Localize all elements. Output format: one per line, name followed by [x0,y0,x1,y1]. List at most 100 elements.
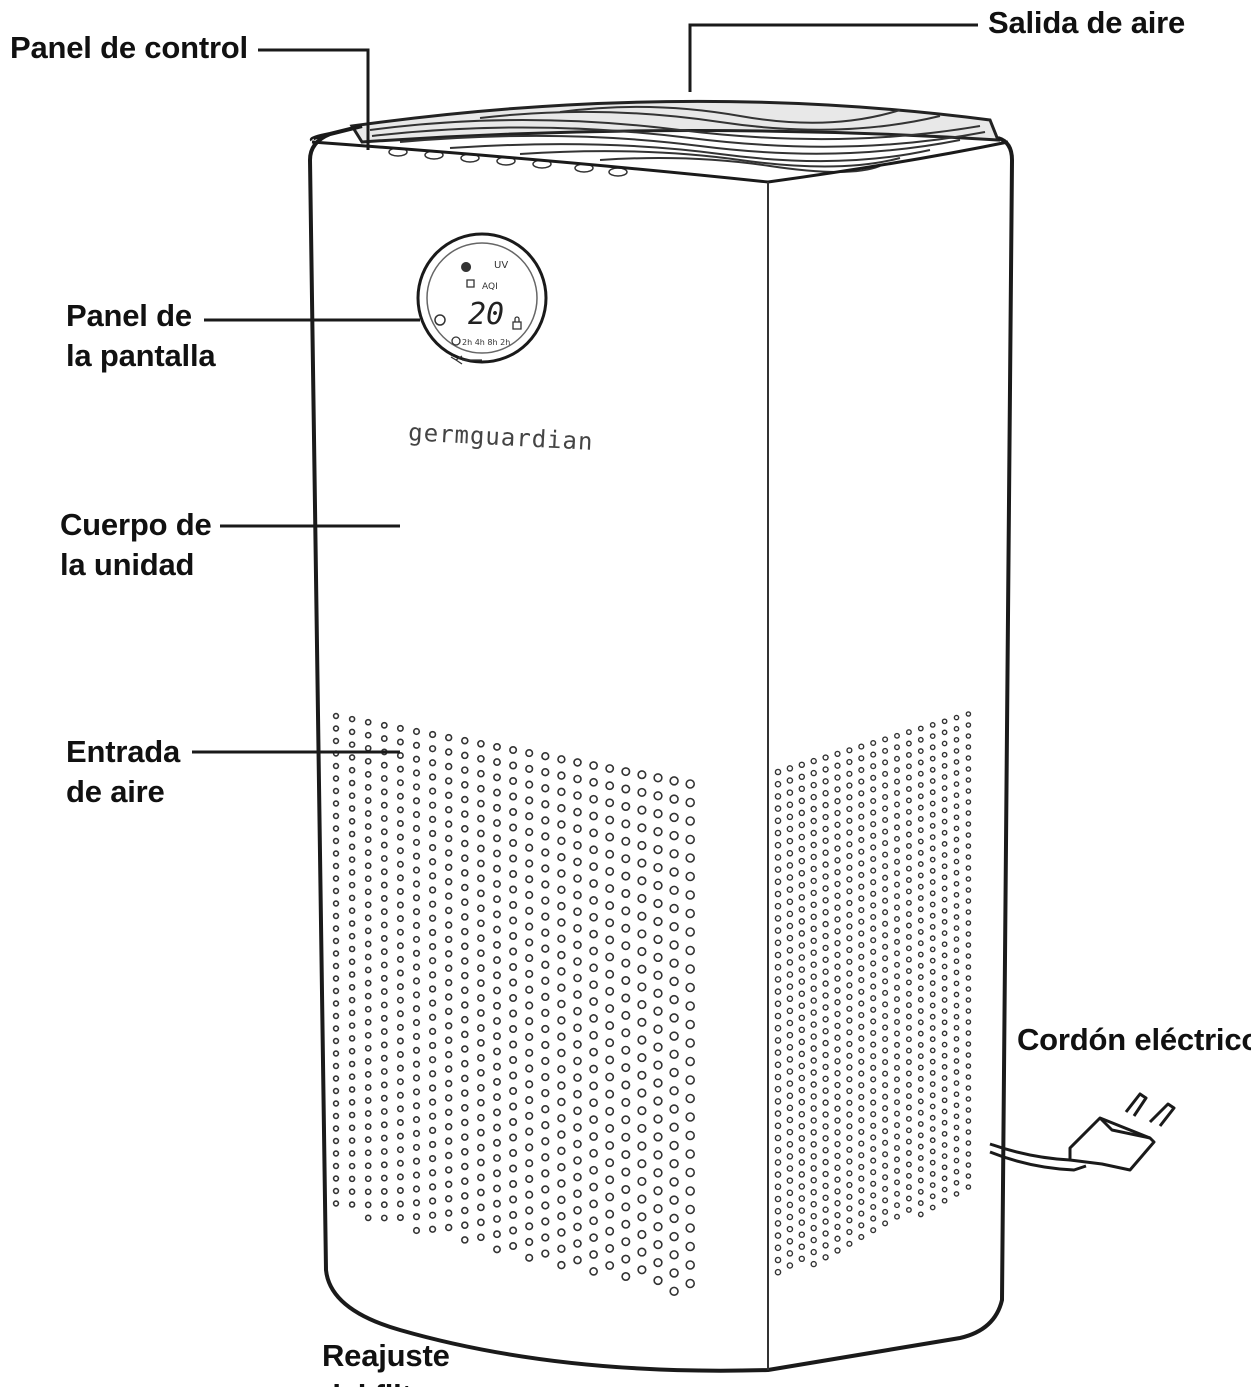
grille-hole [965,1140,972,1146]
grille-hole [858,1152,865,1159]
grille-hole [894,893,900,900]
grille-hole [477,859,485,868]
grille-hole [477,904,485,913]
grille-hole [412,797,421,805]
grille-hole [493,986,501,995]
grille-hole [774,1049,782,1056]
grille-hole [541,1008,550,1018]
grille-hole [929,722,936,728]
grille-hole [444,791,453,800]
grille-hole [774,878,782,886]
grille-hole [477,1009,485,1017]
grille-hole [786,1250,794,1257]
grille-hole [774,1012,782,1020]
grille-hole [412,977,421,985]
grille-hole [882,886,889,893]
grille-hole [774,939,782,947]
grille-hole [364,862,372,870]
grille-hole [917,1019,924,1026]
grille-hole [477,1128,485,1137]
grille-hole [541,784,550,793]
grille-hole [653,862,663,873]
grille-hole [428,1183,437,1191]
grille-hole [557,787,566,797]
grille-hole [477,1173,485,1182]
grille-hole [525,749,534,758]
grille-hole [905,1093,912,1100]
grille-hole [905,1127,912,1134]
grille-hole [786,1092,794,1100]
grille-hole [364,914,372,922]
grille-hole [653,773,663,783]
grille-hole [810,793,817,801]
grille-hole [493,1077,501,1086]
grille-hole [965,953,972,959]
grille-hole [525,1064,534,1073]
grille-hole [637,1212,647,1222]
grille-hole [444,1194,453,1203]
grille-hole [822,1158,829,1166]
grille-hole [412,852,421,860]
grille-hole [621,975,631,986]
grille-hole [493,849,501,858]
grille-hole [428,1098,437,1106]
grille-hole [774,1256,782,1264]
grille-hole [412,1129,421,1138]
grille-hole [810,853,817,861]
grille-hole [917,1211,924,1218]
grille-hole [953,714,960,721]
grille-hole [685,1149,696,1159]
grille-hole [412,1116,421,1124]
grille-hole [810,829,817,837]
grille-hole [380,1121,388,1129]
display-timer: 2h 4h 8h 2h [462,338,510,347]
grille-hole [894,858,900,865]
grille-hole [605,986,615,996]
grille-hole [786,1056,794,1063]
grille-hole [589,761,598,770]
grille-hole [882,909,889,916]
grille-hole [846,993,853,1001]
grille-hole [870,1122,877,1129]
grille-hole [380,1134,388,1142]
grille-hole [493,971,501,980]
grille-hole [621,958,631,968]
plug-body [1068,1116,1156,1172]
grille-hole [669,1049,679,1060]
grille-hole [965,887,972,893]
grille-hole [348,1124,356,1132]
grille-hole [858,825,865,832]
grille-hole [929,800,936,807]
grille-hole [396,806,404,814]
grille-hole [444,877,453,886]
grille-hole [444,950,453,958]
grille-hole [461,913,469,921]
grille-hole [525,1111,534,1120]
grille-hole [798,1219,806,1226]
grille-hole [905,1013,912,1020]
grille-hole [870,1018,877,1025]
grille-hole [444,863,453,872]
grille-hole [786,1165,794,1172]
grille-hole [822,909,829,916]
grille-hole [525,1206,534,1215]
grille-hole [905,1184,912,1191]
grille-hole [822,754,829,761]
grille-hole [380,974,388,982]
grille-hole [953,1069,960,1075]
grille-hole [905,1002,912,1009]
grille-hole [858,953,865,960]
grille-hole [882,989,889,996]
grille-hole [822,1028,829,1035]
grille-hole [380,1214,388,1222]
grille-hole [917,996,924,1003]
grille-hole [364,1071,372,1078]
grille-hole [965,766,972,772]
grille-hole [589,845,598,855]
grille-hole [541,1185,550,1194]
grille-hole [509,947,518,956]
grille-hole [573,940,582,950]
grille-hole [364,888,372,896]
grille-hole [953,958,960,965]
grille-hole [774,805,782,812]
